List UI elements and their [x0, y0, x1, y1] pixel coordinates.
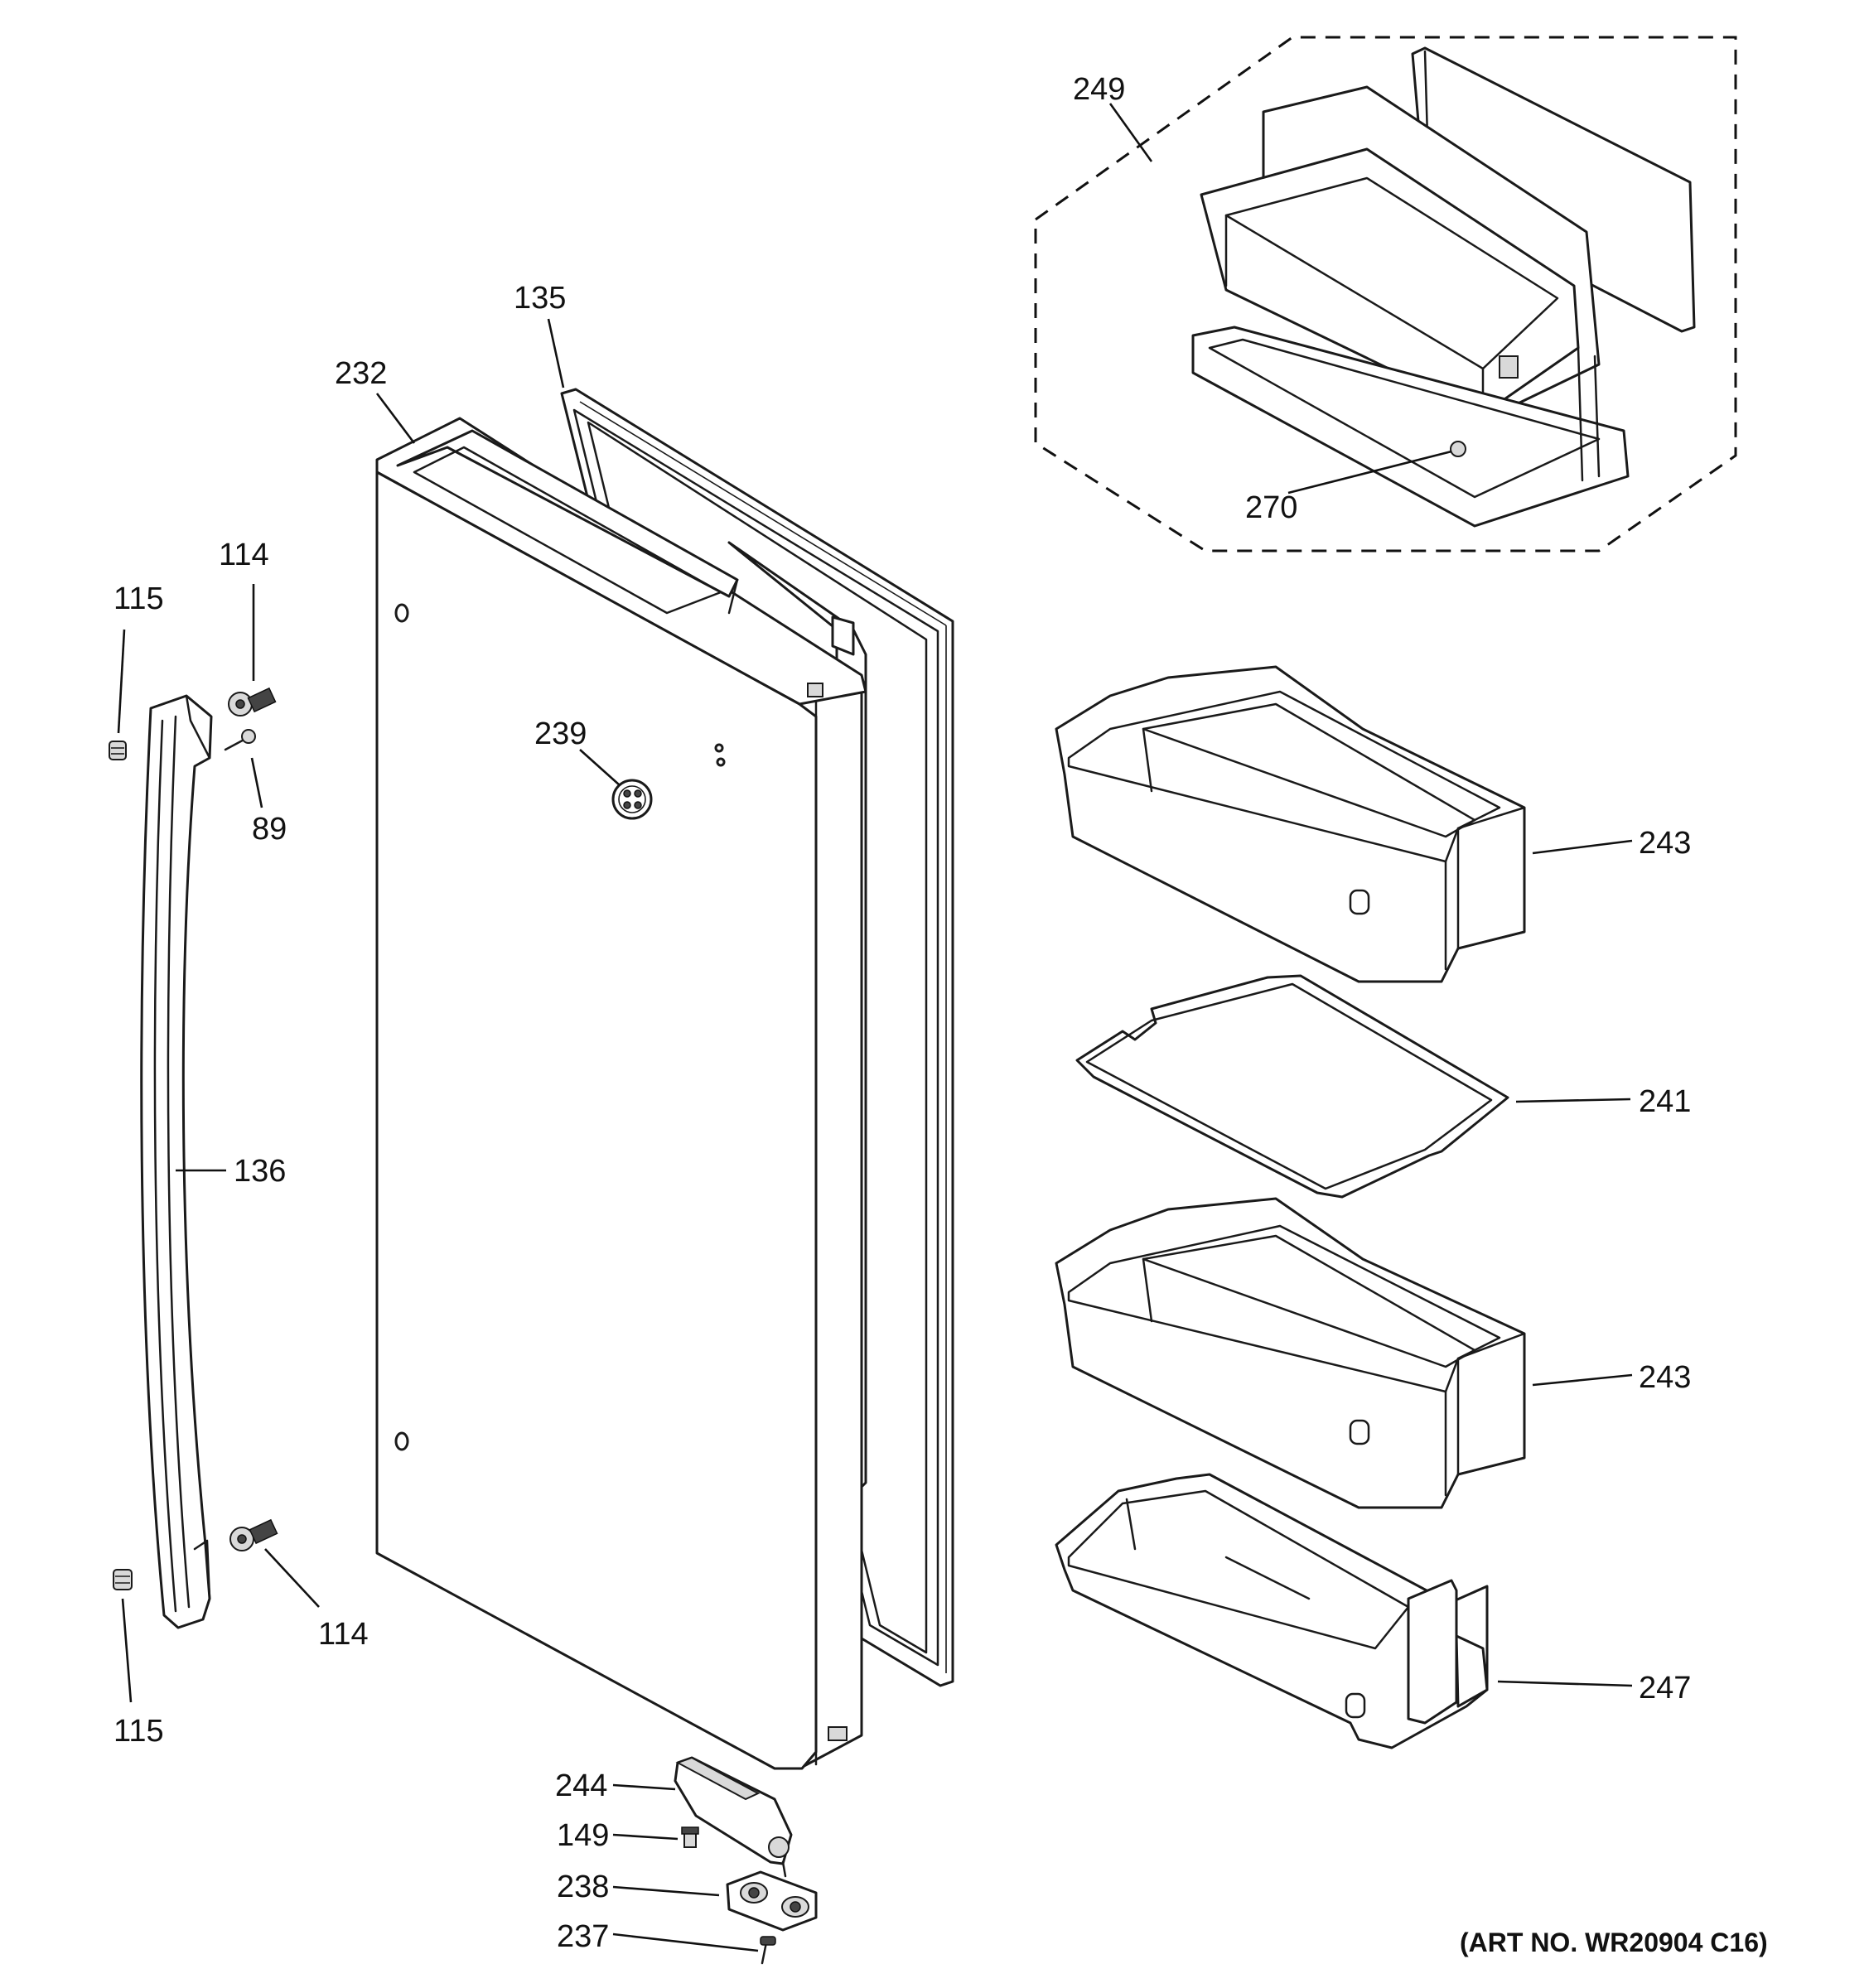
label-270: 270	[1245, 490, 1297, 525]
label-115-bottom: 115	[113, 1714, 164, 1749]
label-149: 149	[557, 1818, 609, 1853]
screw-89	[224, 729, 256, 751]
label-89: 89	[252, 812, 287, 847]
label-237: 237	[557, 1919, 609, 1954]
door-bin-243-top	[1055, 665, 1526, 983]
mounting-hole-icon	[394, 603, 409, 623]
hinge-bracket-238	[726, 1870, 818, 1932]
handle-stud-114-top	[228, 687, 277, 717]
screw-237	[760, 1936, 776, 1965]
label-243-bottom: 243	[1639, 1360, 1691, 1395]
label-114-bottom: 114	[318, 1617, 369, 1652]
leader-lines	[117, 103, 1633, 1952]
stud-icon	[1450, 441, 1466, 457]
hinge-244	[674, 1756, 793, 1878]
door-bin-assembly-249	[1191, 46, 1696, 528]
part-number-labels: 249 270 135 232 114 115 89 239 243 241 1…	[113, 72, 1768, 1957]
door-bin-243-bottom	[1055, 1197, 1526, 1509]
label-247: 247	[1639, 1671, 1691, 1706]
art-number: (ART NO. WR20904 C16)	[1460, 1928, 1768, 1957]
label-239: 239	[534, 717, 587, 751]
label-244: 244	[555, 1768, 607, 1803]
shelf-241	[1075, 974, 1509, 1199]
label-232: 232	[335, 356, 387, 391]
door-bin-247	[1055, 1473, 1489, 1749]
label-114-top: 114	[219, 538, 269, 572]
logo-badge-239	[611, 779, 653, 820]
label-241: 241	[1639, 1084, 1691, 1119]
label-115-top: 115	[113, 581, 164, 616]
door-handle-136	[140, 694, 213, 1629]
label-135: 135	[514, 281, 566, 316]
label-238: 238	[557, 1870, 609, 1904]
mounting-hole-icon	[394, 1431, 409, 1451]
door-panel-232	[375, 417, 867, 1770]
set-screw-115-top	[109, 741, 127, 760]
label-136: 136	[234, 1154, 286, 1189]
set-screw-115-bottom	[113, 1569, 133, 1590]
label-243-top: 243	[1639, 826, 1691, 861]
screw-149	[681, 1826, 699, 1848]
label-249: 249	[1073, 72, 1125, 107]
handle-stud-114-bottom	[229, 1518, 278, 1551]
